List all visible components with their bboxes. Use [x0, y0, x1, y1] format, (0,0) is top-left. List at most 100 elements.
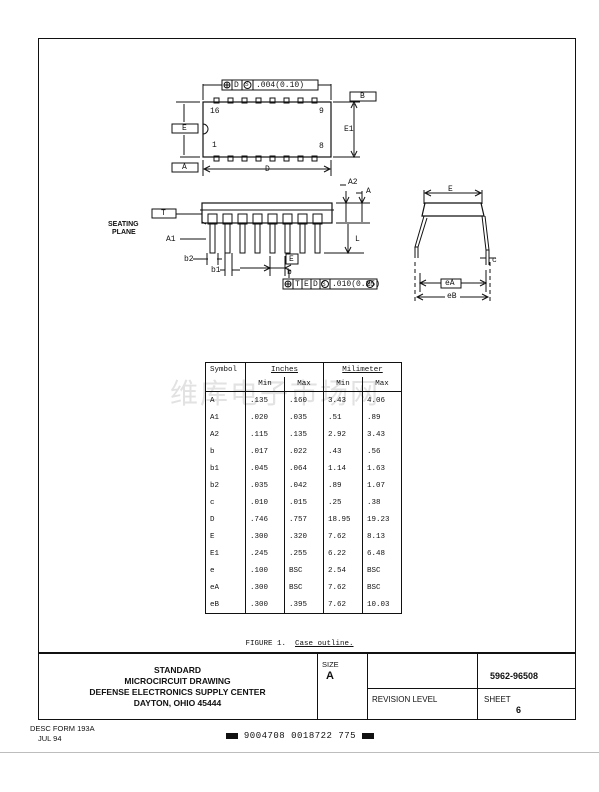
- col-in-min: Min: [245, 377, 285, 392]
- sheet-value: 6: [516, 705, 522, 715]
- cell-symbol: b1: [205, 460, 246, 477]
- org-desc: DEFENSE ELECTRONICS SUPPLY CENTER: [89, 687, 266, 697]
- cell-mm-min: .51: [323, 409, 363, 426]
- col-millimeter-header: Milimeter: [323, 362, 402, 377]
- top-pins: [213, 97, 318, 104]
- cell-in-min: .300: [245, 579, 285, 596]
- cell-in-min: .017: [245, 443, 285, 460]
- pin-9-label: 9: [319, 107, 324, 116]
- barcode-block-left: [226, 732, 238, 739]
- cell-in-min: .045: [245, 460, 285, 477]
- bottom-tol-m: M: [367, 281, 371, 288]
- col-mm-max: Max: [362, 377, 402, 392]
- table-row: c.010.015.25.38: [205, 494, 402, 511]
- cell-in-min: .135: [245, 391, 285, 409]
- datum-a-label: A: [182, 163, 187, 172]
- table-row: b.017.022.43.56: [205, 443, 402, 460]
- col-inches-header: Inches: [245, 362, 324, 377]
- bottom-tol-t: T: [295, 280, 300, 289]
- pin-16-label: 16: [210, 107, 220, 116]
- dim-e1-label: E1: [344, 125, 354, 134]
- dim-eb-label: eB: [447, 292, 457, 301]
- top-tol-d: D: [234, 81, 239, 90]
- cell-symbol: A2: [205, 426, 246, 443]
- cell-in-max: .015: [284, 494, 324, 511]
- cell-mm-min: .43: [323, 443, 363, 460]
- form-date: JUL 94: [38, 734, 62, 743]
- cell-mm-min: 1.14: [323, 460, 363, 477]
- dim-b2-label: b2: [184, 255, 194, 264]
- cell-in-max: .035: [284, 409, 324, 426]
- end-e-label: E: [448, 185, 453, 194]
- cell-symbol: E: [205, 528, 246, 545]
- dim-a1-label: A1: [166, 235, 176, 244]
- cell-mm-max: BSC: [362, 562, 402, 579]
- size-value: A: [326, 670, 334, 682]
- cell-in-max: .757: [284, 511, 324, 528]
- top-view: [171, 79, 377, 176]
- cell-in-min: .035: [245, 477, 285, 494]
- title-block-top-rule: [38, 652, 576, 654]
- barcode-number: 9004708 0018722 775: [243, 731, 357, 741]
- pin-1-label: 1: [212, 141, 217, 150]
- cell-mm-max: 1.63: [362, 460, 402, 477]
- cell-in-max: .320: [284, 528, 324, 545]
- cell-mm-min: 7.62: [323, 596, 363, 614]
- cell-symbol: D: [205, 511, 246, 528]
- top-tol-s: S: [245, 81, 249, 88]
- seating-plane-label-1: SEATING: [108, 221, 139, 228]
- cell-in-min: .100: [245, 562, 285, 579]
- case-outline-drawing: [151, 79, 496, 302]
- dim-b-label: b: [287, 268, 292, 277]
- dim-l-label: L: [355, 235, 360, 244]
- cell-in-min: .115: [245, 426, 285, 443]
- cell-symbol: eA: [205, 579, 246, 596]
- top-tol-value: .004(0.10): [256, 81, 305, 90]
- cell-symbol: c: [205, 494, 246, 511]
- cell-symbol: eB: [205, 596, 246, 614]
- cell-in-min: .300: [245, 528, 285, 545]
- cell-symbol: E1: [205, 545, 246, 562]
- cell-mm-max: 10.03: [362, 596, 402, 614]
- table-header-row: Symbol Inches Milimeter: [205, 362, 402, 377]
- dim-c-label: c: [492, 256, 497, 265]
- cell-in-min: .300: [245, 596, 285, 614]
- cell-mm-max: 3.43: [362, 426, 402, 443]
- col-mm-min: Min: [323, 377, 363, 392]
- cell-in-min: .245: [245, 545, 285, 562]
- revision-label: REVISION LEVEL: [372, 695, 438, 704]
- dim-b1-label: b1: [211, 266, 221, 275]
- cell-mm-min: .25: [323, 494, 363, 511]
- bottom-tol-value: .010(0.25): [332, 280, 381, 289]
- drawing-frame: [38, 38, 576, 720]
- cell-in-max: BSC: [284, 579, 324, 596]
- cell-in-min: .746: [245, 511, 285, 528]
- datum-b-label: B: [360, 92, 365, 101]
- end-view: [414, 189, 496, 302]
- side-leads: [207, 213, 323, 254]
- bottom-tol-s: S: [322, 281, 326, 288]
- cell-in-max: .255: [284, 545, 324, 562]
- col-symbol-header: Symbol: [205, 362, 246, 377]
- cell-mm-min: 2.92: [323, 426, 363, 443]
- cell-symbol: b: [205, 443, 246, 460]
- cell-in-max: .395: [284, 596, 324, 614]
- cell-mm-max: 6.48: [362, 545, 402, 562]
- datum-e-label: E: [182, 124, 187, 133]
- cell-mm-max: .56: [362, 443, 402, 460]
- figure-caption: FIGURE 1. Case outline.: [0, 640, 599, 648]
- org-standard: STANDARD: [153, 665, 202, 675]
- barcode-block-right: [361, 732, 374, 739]
- page-bottom-rule: [0, 752, 599, 753]
- cell-mm-max: 1.07: [362, 477, 402, 494]
- cell-mm-max: 4.06: [362, 391, 402, 409]
- cell-mm-min: .89: [323, 477, 363, 494]
